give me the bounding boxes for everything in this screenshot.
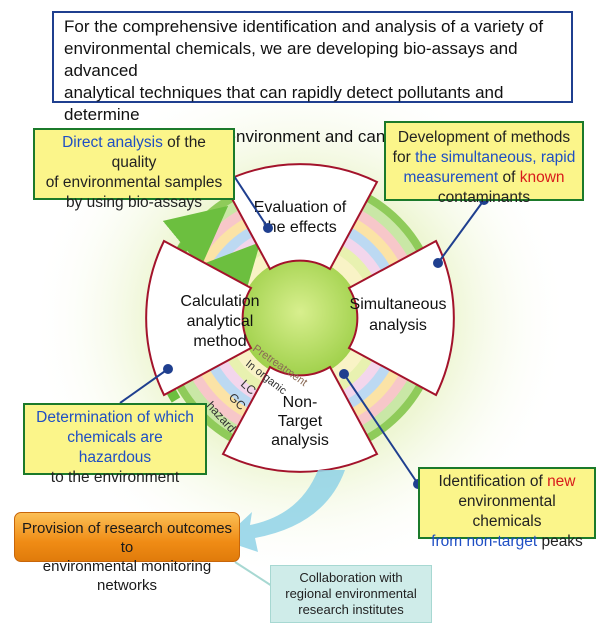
wedge-label-evaluation-2: the effects: [263, 219, 337, 236]
connector-collaboration: [234, 561, 273, 587]
wedge-nontarget: [221, 365, 379, 473]
callout-simultaneous-line2-pre: for: [392, 149, 416, 166]
connector-new-chemicals: [343, 373, 419, 485]
callout-simultaneous-line1: Development of methods: [397, 129, 571, 146]
collaboration-box: Collaboration with regional environmenta…: [270, 565, 432, 623]
callout-direct-analysis: Direct analysis of the quality of enviro…: [33, 128, 235, 211]
callout-new-chemicals-line3-rest: peaks: [537, 533, 583, 550]
callout-simultaneous-line3-highlight: measurement: [403, 169, 499, 186]
intro-line-1: For the comprehensive identification and…: [64, 17, 544, 36]
wedge-calculation: [145, 239, 253, 397]
intro-text-box: For the comprehensive identification and…: [52, 11, 573, 168]
outcome-box: Provision of research outcomes to enviro…: [14, 512, 240, 594]
connector-hazardous: [119, 368, 169, 404]
callout-hazardous-line1: Determination of which: [36, 409, 194, 426]
wedge-label-nontarget-3: analysis: [271, 432, 329, 449]
callout-new-chemicals-highlight: from non-target: [431, 533, 538, 550]
wedge-label-nontarget-2: Target: [278, 413, 323, 430]
wedge-simultaneous: [347, 239, 455, 397]
callout-simultaneous-line4: contaminants: [437, 189, 531, 206]
wedge-label-simultaneous-1: Simultaneous: [350, 296, 447, 313]
wedge-evaluation: [221, 163, 379, 271]
callout-direct-analysis-line3: by using bio-assays: [65, 194, 203, 211]
intro-line-2: environmental chemicals, we are developi…: [64, 39, 518, 80]
wedge-label-evaluation-1: Evaluation of: [254, 199, 347, 216]
wedge-label-simultaneous-2: analysis: [369, 317, 427, 334]
outcome-line-1: Provision of research outcomes to: [21, 520, 233, 556]
outcome-line-2: environmental monitoring networks: [42, 558, 212, 594]
connector-direct-analysis: [233, 175, 269, 229]
wedge-label-calculation-1: Calculation: [180, 293, 259, 310]
callout-hazardous: Determination of which chemicals are haz…: [23, 403, 207, 486]
callout-simultaneous-methods: Development of methods for the simultane…: [384, 121, 584, 206]
callout-simultaneous-line3-of: of: [498, 169, 520, 186]
callout-simultaneous-known: known: [519, 169, 565, 186]
callout-direct-analysis-line2: of environmental samples: [45, 174, 223, 191]
callout-new-chemicals: Identification of new environmental chem…: [418, 467, 596, 550]
callout-direct-analysis-line1-rest: of the quality: [111, 134, 206, 171]
intro-line-3: analytical techniques that can rapidly d…: [64, 83, 504, 124]
wedge-label-calculation-2: analytical: [187, 313, 254, 330]
callout-hazardous-line3: to the environment: [50, 469, 180, 486]
callout-direct-analysis-highlight: Direct analysis: [62, 134, 163, 151]
collaboration-line-1: Collaboration with: [299, 570, 403, 585]
callout-hazardous-line2: chemicals are hazardous: [67, 429, 163, 466]
callout-new-chemicals-new: new: [547, 473, 576, 490]
callout-new-chemicals-line2: environmental chemicals: [458, 493, 556, 530]
wedge-label-nontarget-1: Non-: [283, 394, 318, 411]
wheel-hub: [240, 258, 360, 378]
collaboration-line-3: research institutes: [298, 602, 404, 617]
collaboration-line-2: regional environmental: [285, 586, 417, 601]
wedge-label-calculation-3: method: [193, 333, 246, 350]
callout-simultaneous-line2-highlight: the simultaneous, rapid: [415, 149, 576, 166]
connector-simultaneous-methods: [437, 199, 485, 264]
outcome-arrow: [222, 470, 345, 552]
callout-new-chemicals-line1-pre: Identification of: [438, 473, 548, 490]
